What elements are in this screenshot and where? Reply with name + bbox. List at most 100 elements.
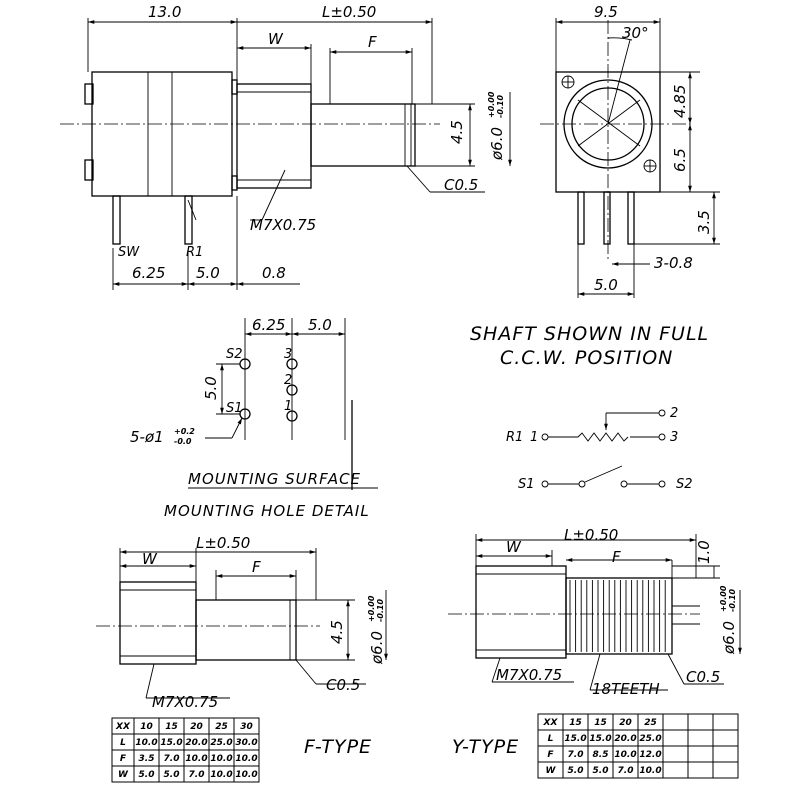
pin-length-dim: 3.5 (695, 210, 713, 234)
schematic-r1: R1 (506, 430, 523, 445)
f-bushing (119, 581, 197, 665)
table-cell: L (548, 734, 554, 744)
height-upper-dim: 4.85 (671, 85, 689, 118)
table-cell: 30 (240, 722, 253, 732)
bushing (236, 83, 312, 189)
schematic: R1 1 2 3 S1 S2 (506, 406, 693, 492)
table-cell: 5.0 (139, 770, 155, 780)
pin-offset-dim: 3-0.8 (654, 254, 693, 272)
table-cell: 10.0 (135, 738, 157, 748)
table-cell: 10.0 (614, 750, 636, 760)
shaft-note-line2: C.C.W. POSITION (500, 347, 673, 369)
table-cell: W (546, 766, 557, 776)
f-f: F (252, 558, 261, 576)
front-view: 9.5 30° 4.85 6.5 3.5 3-0.8 5.0 (540, 3, 720, 298)
hole-1 (286, 410, 298, 422)
y-thread: M7X0.75 (496, 666, 562, 684)
table-cell: 20.0 (185, 738, 207, 748)
table-cell: XX (543, 718, 559, 728)
table-row: W 5.0 5.0 7.0 10.0 (537, 761, 739, 779)
table-cell: 10.0 (210, 770, 232, 780)
terminal-1: 1 (530, 430, 538, 445)
shaft-dia-dim: ø6.0 (488, 127, 506, 161)
sw-pin-label: SW (118, 245, 140, 260)
y-bushing (475, 565, 567, 659)
pot-body (84, 71, 238, 197)
w-dim: W (268, 30, 284, 48)
bushing-offset: 0.8 (262, 264, 286, 282)
f-shaft (195, 599, 297, 661)
width-dim: 9.5 (594, 3, 618, 21)
mh-label-3: 3 (284, 347, 292, 362)
y-type-view: L±0.50 W F 1.0 ø6.0 +0.00 -0.10 M7X0.75 … (448, 526, 742, 779)
f-tol-upper: +0.00 (367, 595, 376, 622)
table-cell: 20 (619, 718, 632, 728)
table-cell: 10.0 (235, 770, 257, 780)
mh-label-s2: S2 (226, 347, 243, 362)
pin-pitch-dim: 5.0 (594, 276, 618, 294)
tol-lower: -0.10 (496, 95, 505, 118)
f-tol-lower: -0.10 (376, 599, 385, 622)
mounting-hole-detail: 6.25 5.0 5.0 S2 S1 3 2 1 5-ø1 +0.2 -0.0 … (130, 316, 378, 520)
y-w: W (506, 538, 522, 556)
switch-blade (584, 465, 623, 483)
dimension-lines (87, 18, 512, 290)
table-cell: 7.0 (618, 766, 634, 776)
table-cell: L (120, 738, 126, 748)
angle-dim: 30° (622, 24, 649, 42)
table-cell: F (547, 750, 554, 760)
table-cell: 15.0 (589, 734, 611, 744)
mh-pitch-a: 6.25 (252, 316, 285, 334)
y-knurled-shaft (565, 577, 673, 655)
y-shaft-length: L±0.50 (564, 526, 618, 544)
table-cell: 8.5 (593, 750, 609, 760)
table-cell: 5.0 (568, 766, 584, 776)
chamfer-label: C0.5 (444, 176, 478, 194)
f-thread: M7X0.75 (152, 693, 218, 711)
table-cell: 25.0 (210, 738, 232, 748)
mh-label-1: 1 (284, 399, 292, 414)
shaft-length-dim: L±0.50 (322, 3, 376, 21)
resistor-symbol (577, 432, 629, 442)
y-f: F (612, 548, 621, 566)
table-cell: 10.0 (235, 754, 257, 764)
table-cell: 10.0 (639, 766, 661, 776)
hole-spec: 5-ø1 (130, 428, 164, 446)
table-cell: 15.0 (564, 734, 586, 744)
mh-label-2: 2 (284, 373, 292, 388)
f-type-label: F-TYPE (304, 736, 372, 758)
f-shaft-dia: ø6.0 (368, 631, 386, 665)
table-cell: 25.0 (639, 734, 661, 744)
table-cell: 3.5 (139, 754, 155, 764)
table-cell: 30.0 (235, 738, 257, 748)
schematic-s2: S2 (676, 477, 693, 492)
table-cell: F (120, 754, 127, 764)
hole-tol-upper: +0.2 (174, 427, 195, 436)
table-cell: 5.0 (593, 766, 609, 776)
table-cell: XX (115, 722, 131, 732)
f-flat: 4.5 (328, 620, 346, 644)
table-cell: 15 (569, 718, 582, 728)
terminal-pins (112, 195, 197, 245)
mounting-hole-title: MOUNTING HOLE DETAIL (164, 502, 370, 520)
front-dimension-lines (555, 18, 720, 298)
y-shaft-dia: ø6.0 (720, 621, 738, 655)
y-tol-upper: +0.00 (719, 585, 728, 612)
hole-tol-lower: -0.0 (174, 437, 192, 446)
side-view: 13.0 L±0.50 W F 4.5 ø6.0 +0.00 -0.10 C0.… (60, 3, 512, 290)
terminal-2: 2 (670, 406, 678, 421)
f-w: W (142, 550, 158, 568)
y-tol-lower: -0.10 (728, 589, 737, 612)
knurl-lines (569, 580, 666, 652)
table-cell: 15.0 (160, 738, 182, 748)
table-cell: 10.0 (185, 754, 207, 764)
mounting-surface-label: MOUNTING SURFACE (188, 470, 361, 488)
shaft-note-line1: SHAFT SHOWN IN FULL (470, 323, 709, 345)
